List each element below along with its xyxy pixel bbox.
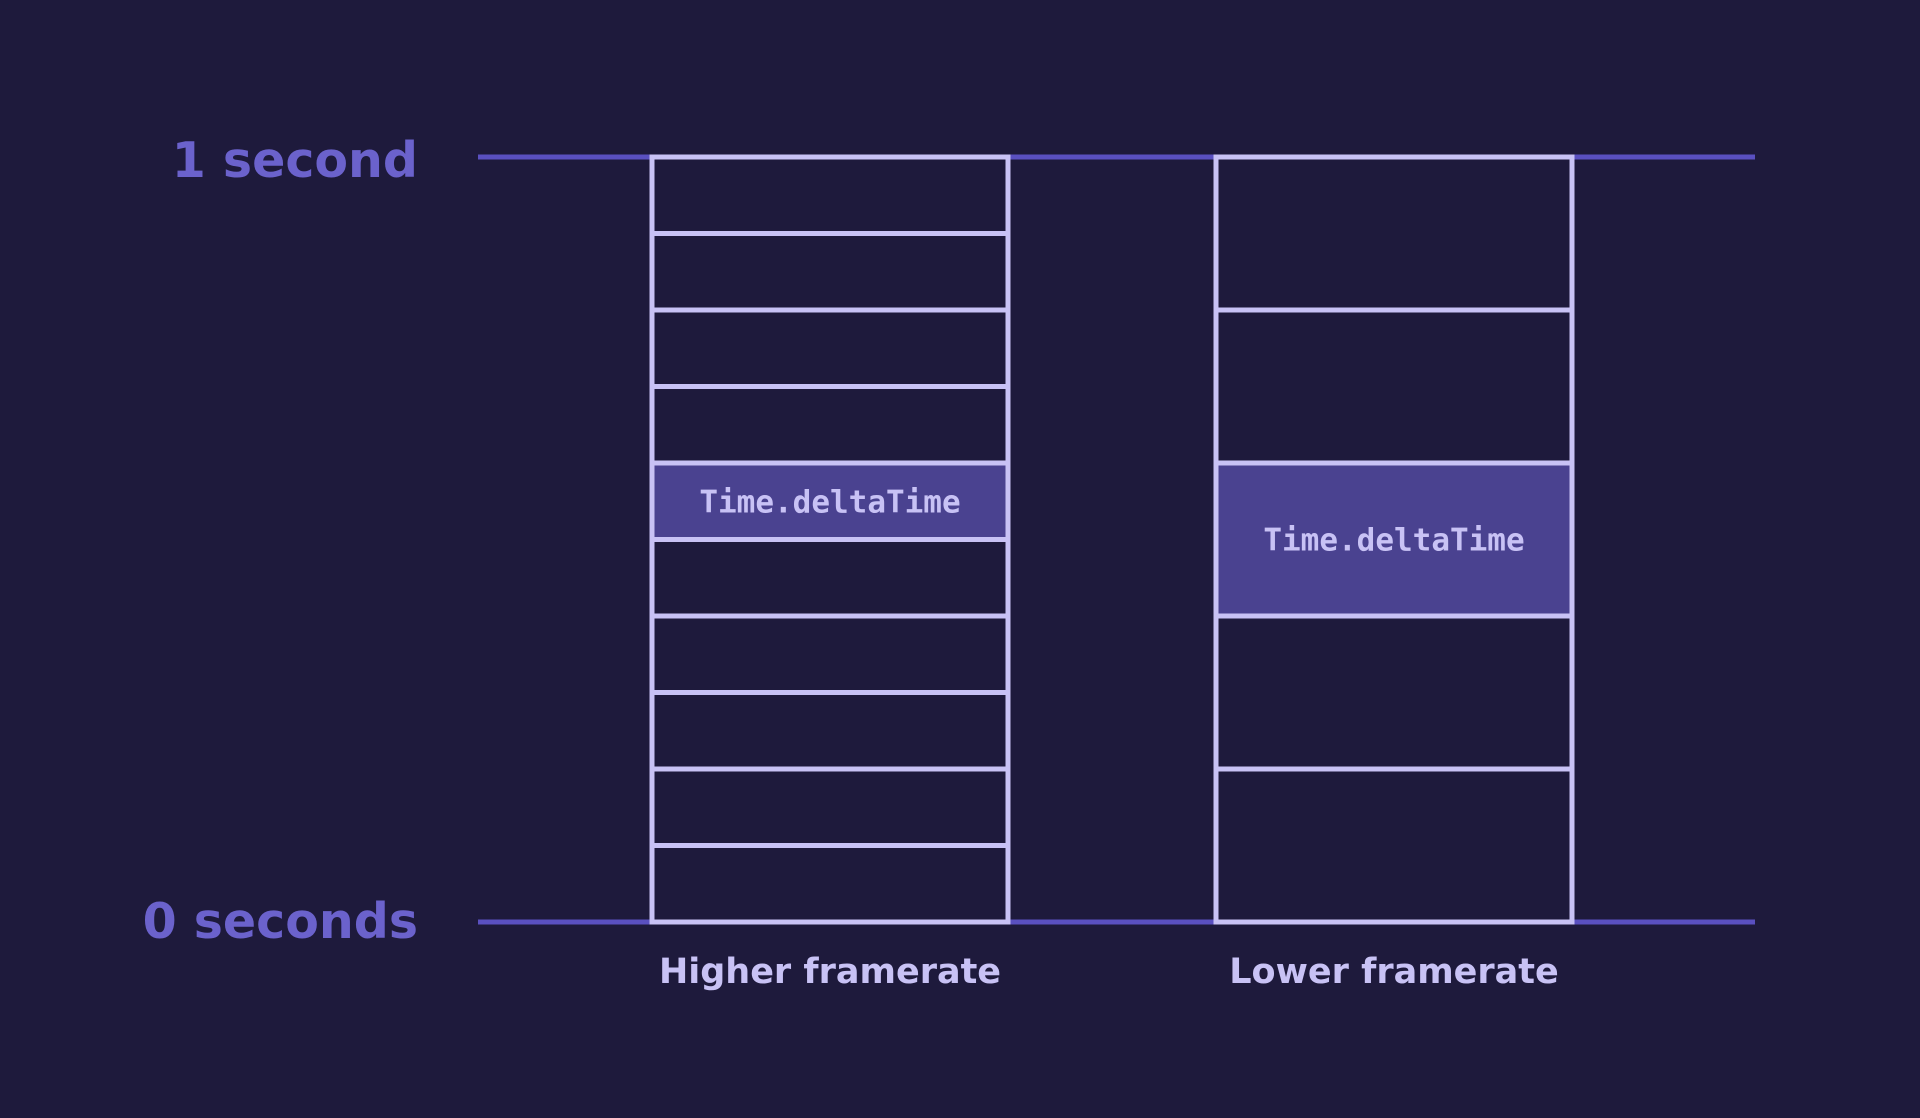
top-axis-label: 1 second [172,132,418,189]
lower-framerate-column: Time.deltaTime [1213,154,1575,925]
highlighted-frame [649,460,1011,542]
frame-block [1213,154,1575,313]
frame-block [649,843,1011,925]
frame-block [649,537,1011,619]
lower-framerate-label: Lower framerate [1229,952,1559,992]
frame-block [649,384,1011,466]
highlighted-frame [1213,460,1575,619]
frame-block [649,613,1011,695]
frame-block [649,154,1011,236]
frame-block [1213,613,1575,772]
deltatime-label: Time.deltaTime [1263,523,1524,559]
deltatime-label: Time.deltaTime [699,484,960,520]
higher-framerate-column: Time.deltaTime [649,154,1011,925]
frame-block [649,690,1011,772]
frame-block [1213,307,1575,466]
frame-block [649,307,1011,389]
higher-framerate-label: Higher framerate [659,952,1001,992]
frame-block [649,766,1011,848]
frame-block [1213,766,1575,925]
bottom-axis-label: 0 seconds [143,893,418,950]
frame-block [649,231,1011,313]
